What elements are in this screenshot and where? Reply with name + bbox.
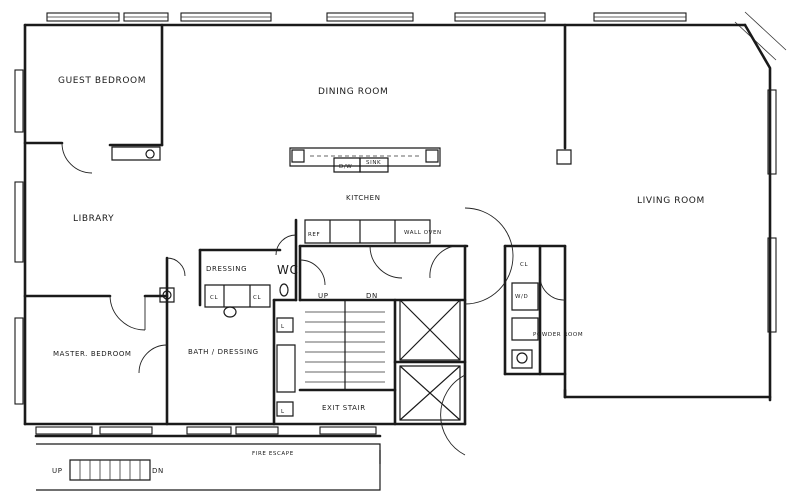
label-dressing: DRESSING: [206, 265, 247, 273]
label-guest-bedroom: GUEST BEDROOM: [58, 76, 146, 86]
label-wall-oven: WALL OVEN: [404, 230, 442, 236]
label-hall-closet: CL: [520, 262, 528, 268]
label-bath-dressing: BATH / DRESSING: [188, 348, 259, 356]
label-powder-room: POWDER ROOM: [533, 332, 583, 338]
fire-escape: [34, 434, 382, 491]
exterior-walls: [23, 23, 772, 426]
label-fire-escape-up: UP: [52, 467, 63, 475]
label-living-room: LIVING ROOM: [637, 196, 705, 206]
label-stair-dn: DN: [366, 292, 378, 300]
label-kitchen: KITCHEN: [346, 194, 381, 202]
label-dining-room: DINING ROOM: [318, 87, 388, 97]
label-exit-stair: EXIT STAIR: [322, 404, 366, 412]
label-linen-lower: L: [281, 409, 285, 415]
label-dressing-closet-left: CL: [210, 295, 218, 301]
fixture-labels: D/W SINK REF WALL OVEN CL CL CL W/D L L: [210, 160, 528, 415]
windows-bottom: [35, 426, 377, 435]
label-stair-up: UP: [318, 292, 329, 300]
label-sink: SINK: [366, 160, 381, 166]
interior-walls: [23, 23, 572, 426]
label-fire-escape-dn: DN: [152, 467, 164, 475]
label-dressing-closet-right: CL: [253, 295, 261, 301]
windows-left: [14, 69, 24, 405]
windows-right: [734, 11, 787, 333]
label-library: LIBRARY: [73, 214, 114, 224]
room-labels: GUEST BEDROOM DINING ROOM KITCHEN LIBRAR…: [53, 76, 705, 457]
label-ref: REF: [308, 232, 320, 238]
windows-top: [46, 12, 687, 22]
door-swings: [61, 142, 566, 456]
label-dishwasher: D/W: [339, 164, 352, 170]
stair-labels: UP DN UP DN: [52, 292, 378, 475]
label-washer-dryer: W/D: [515, 294, 528, 300]
label-fire-escape: FIRE ESCAPE: [252, 451, 294, 457]
label-master-bedroom: MASTER. BEDROOM: [53, 350, 132, 358]
label-linen-upper: L: [281, 324, 285, 330]
label-wc: WC: [277, 263, 298, 277]
